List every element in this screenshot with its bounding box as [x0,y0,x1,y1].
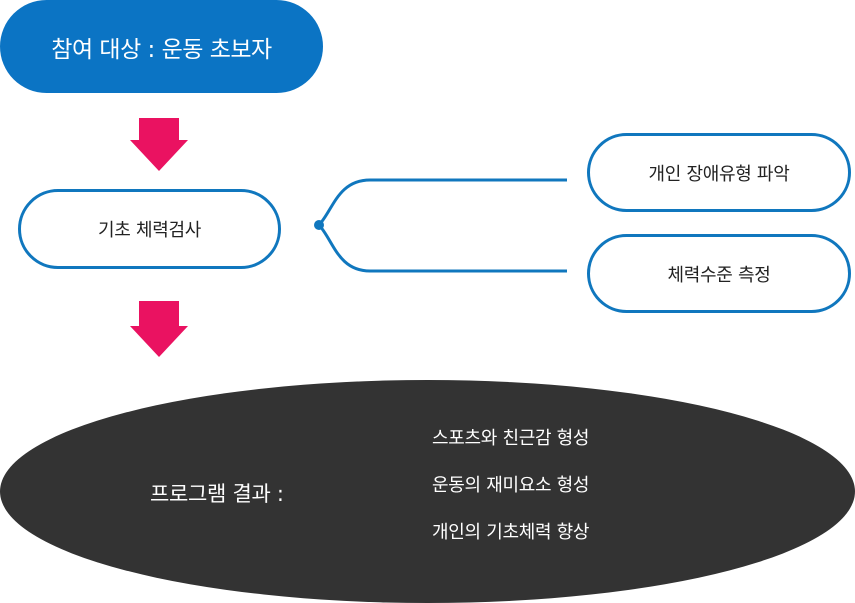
branch-label: 체력수준 측정 [667,264,771,286]
down-arrow-icon [130,118,188,171]
branch-label: 개인 장애유형 파악 [648,163,790,185]
results-list: 스포츠와 친근감 형성 운동의 재미요소 형성 개인의 기초체력 향상 [432,424,589,565]
branch-connector-upper [317,178,567,227]
results-panel [0,380,855,603]
branch-node [314,220,324,230]
assessment-label: 기초 체력검사 [98,220,201,241]
assessment-pill: 기초 체력검사 [18,189,281,269]
participants-label: 참여 대상 : 운동 초보자 [51,36,272,63]
result-item: 운동의 재미요소 형성 [432,475,590,496]
branch-pill-disability-type: 개인 장애유형 파악 [587,133,851,212]
down-arrow-icon [130,301,188,357]
branch-pill-fitness-level: 체력수준 측정 [587,234,851,313]
results-title: 프로그램 결과 : [150,482,284,506]
result-item: 스포츠와 친근감 형성 [432,428,590,449]
branch-connector-lower [317,223,567,273]
participants-pill: 참여 대상 : 운동 초보자 [0,0,323,93]
result-item: 개인의 기초체력 향상 [432,522,590,543]
